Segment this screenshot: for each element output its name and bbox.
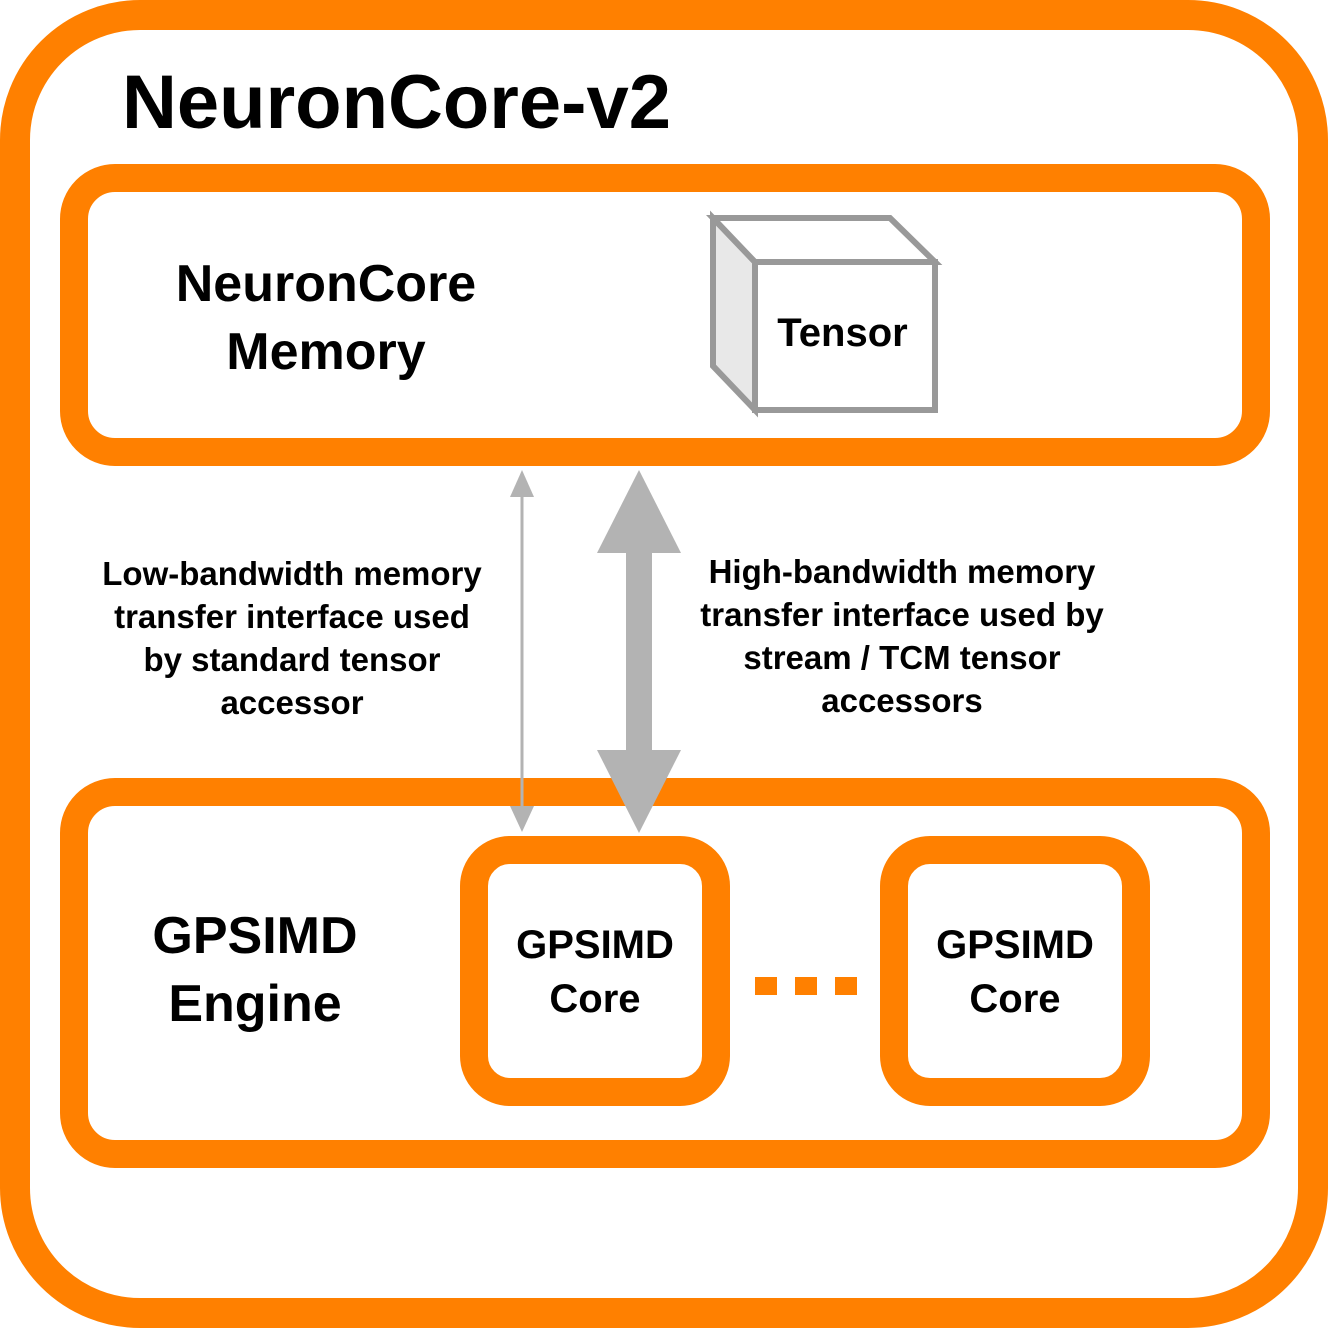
- engine-label-line1: GPSIMD: [152, 907, 358, 965]
- high-bandwidth-arrowhead-up: [597, 470, 681, 553]
- core1-line1: GPSIMD: [516, 923, 674, 967]
- low-note-line2: transfer interface used: [114, 598, 470, 635]
- gpsimd-core-label-1: GPSIMD Core: [460, 918, 730, 1026]
- tensor-cube-top-face: [705, 215, 943, 265]
- engine-label-line2: Engine: [168, 975, 342, 1033]
- gpsimd-engine-label: GPSIMD Engine: [100, 902, 410, 1038]
- low-bandwidth-note: Low-bandwidth memory transfer interface …: [72, 552, 512, 724]
- high-note-line3: stream / TCM tensor: [743, 639, 1061, 676]
- memory-label-line2: Memory: [226, 323, 426, 381]
- high-bandwidth-arrow-shaft: [626, 548, 652, 754]
- gpsimd-core-box-2: [880, 836, 1150, 1106]
- core2-line2: Core: [969, 977, 1061, 1021]
- low-note-line3: by standard tensor: [143, 641, 441, 678]
- gpsimd-core-box-1: [460, 836, 730, 1106]
- low-note-line1: Low-bandwidth memory: [102, 555, 482, 592]
- core1-line2: Core: [549, 977, 641, 1021]
- high-note-line4: accessors: [821, 682, 983, 719]
- high-bandwidth-arrow: [597, 470, 681, 833]
- high-bandwidth-arrowhead-down: [597, 750, 681, 833]
- tensor-cube-icon: [705, 210, 943, 418]
- high-bandwidth-note: High-bandwidth memory transfer interface…: [672, 550, 1132, 722]
- gpsimd-core-label-2: GPSIMD Core: [880, 918, 1150, 1026]
- low-bandwidth-arrowhead-down: [510, 806, 534, 832]
- diagram-title: NeuronCore-v2: [122, 60, 671, 145]
- neuroncore-memory-box: [60, 164, 1270, 466]
- low-bandwidth-arrow: [510, 470, 534, 832]
- ellipsis-dot-2: [795, 977, 817, 995]
- ellipsis-dot-1: [755, 977, 777, 995]
- memory-label-line1: NeuronCore: [175, 255, 477, 313]
- low-note-line4: accessor: [220, 684, 364, 721]
- tensor-cube-front-face: [752, 259, 938, 413]
- high-note-line2: transfer interface used by: [700, 596, 1104, 633]
- ellipsis-dot-3: [835, 977, 857, 995]
- high-note-line1: High-bandwidth memory: [708, 553, 1096, 590]
- tensor-label: Tensor: [777, 311, 908, 355]
- low-bandwidth-arrowhead-up: [510, 470, 534, 497]
- core2-line1: GPSIMD: [936, 923, 1094, 967]
- neuroncore-memory-label: NeuronCore Memory: [140, 250, 512, 386]
